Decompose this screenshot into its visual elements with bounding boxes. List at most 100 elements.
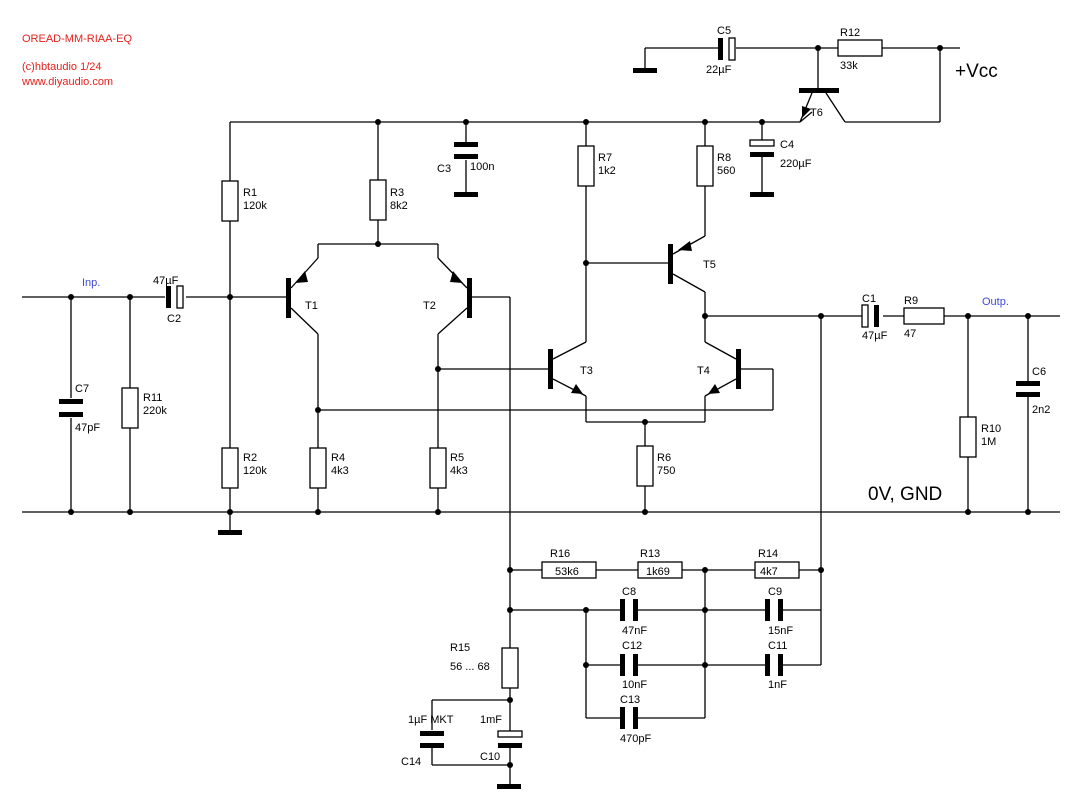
t6-ref: T6 [810,107,823,119]
c12-value: 10nF [622,679,647,691]
resistor-r5 [429,447,447,489]
r1-ref: R1 [243,187,257,199]
c2-value: 47µF [153,275,179,287]
supply-rail-label: +Vcc [955,61,998,82]
r5-value: 4k3 [450,465,468,477]
diagram-title: OREAD-MM-RIAA-EQ [22,33,132,45]
c7-value: 47pF [75,422,100,434]
resistor-r10 [959,416,977,458]
c10-value: 1mF [480,714,502,726]
ground-symbol-c5 [633,68,657,73]
transistor-t6 [799,88,846,123]
ground-symbol-main [218,530,242,535]
c2-ref: C2 [167,313,181,325]
capacitor-c8 [620,599,625,621]
r9-ref: R9 [904,295,918,307]
ground-rail-label: 0V, GND [868,484,942,505]
r13-value: 1k69 [646,566,670,578]
r13-ref: R13 [640,548,660,560]
r14-ref: R14 [758,548,778,560]
t1-ref: T1 [305,300,318,312]
r16-ref: R16 [550,548,570,560]
c11-ref: C11 [768,640,787,652]
r10-ref: R10 [981,423,1001,435]
resistor-r13 [637,561,683,579]
resistor-r6 [636,445,654,487]
resistor-r16 [541,561,597,579]
c14-ref: C14 [401,756,421,768]
c3-value: 100n [470,161,494,173]
r2-value: 120k [243,465,267,477]
r1-value: 120k [243,200,267,212]
c8-value: 47nF [622,625,647,637]
r8-ref: R8 [717,152,731,164]
capacitor-c10 [497,730,523,738]
c5-value: 22µF [706,64,732,76]
capacitor-c2 [166,286,171,308]
t4-ref: T4 [697,365,710,377]
ground-symbol-c10 [497,784,521,789]
resistor-r3 [369,179,387,221]
capacitor-c4 [749,139,775,147]
c9-value: 15nF [768,625,793,637]
r15-ref: R15 [450,642,470,654]
c12-ref: C12 [622,640,642,652]
c4-ref: C4 [780,139,794,151]
capacitor-c12 [620,654,625,676]
r4-ref: R4 [331,452,345,464]
capacitor-c9 [765,599,770,621]
input-port-label: Inp. [82,277,100,289]
c4-value: 220µF [780,158,812,170]
r6-value: 750 [657,465,675,477]
resistor-r11 [121,387,139,429]
resistor-r2 [221,447,239,489]
c6-value: 2n2 [1032,404,1050,416]
junction-dots [68,45,1031,768]
output-wiring [820,315,1060,665]
resistor-r15 [501,647,519,689]
ground-symbol-c3 [454,192,478,197]
r5-ref: R5 [450,452,464,464]
capacitor-c7 [59,399,83,404]
copyright-note: (c)hbtaudio 1/24 [22,61,102,73]
r12-ref: R12 [840,27,860,39]
c13-ref: C13 [620,694,640,706]
r4-value: 4k3 [331,465,349,477]
t2-ref: T2 [423,300,436,312]
resistor-r1 [221,180,239,222]
r6-ref: R6 [657,452,671,464]
c8-ref: C8 [622,586,636,598]
diff-pair-wiring [317,122,773,648]
c13-value: 470pF [620,733,651,745]
c1-ref: C1 [862,293,876,305]
capacitor-c6 [1016,381,1040,386]
transistor-t3 [548,341,587,397]
capacitor-c5 [718,38,723,60]
transistor-t1 [286,257,319,335]
capacitor-c13 [620,707,625,729]
resistor-r4 [309,447,327,489]
c7-ref: C7 [75,383,89,395]
r12-value: 33k [840,60,858,72]
capacitor-c11 [765,654,770,676]
r2-ref: R2 [243,452,257,464]
input-wiring [22,122,286,512]
resistor-r8 [696,145,714,187]
t3-ref: T3 [580,365,593,377]
c5-ref: C5 [717,25,731,37]
r7-value: 1k2 [598,165,616,177]
r3-value: 8k2 [390,200,408,212]
transistor-t5 [668,235,706,293]
website-link: www.diyaudio.com [21,76,113,88]
capacitor-c1 [861,304,869,328]
t5-ref: T5 [703,259,716,271]
r10-value: 1M [981,436,996,448]
c9-ref: C9 [768,586,782,598]
r15-value: 56 ... 68 [450,661,490,673]
r11-value: 220k [143,405,167,417]
c10-ref: C10 [480,751,500,763]
c3-ref: C3 [437,163,451,175]
r8-value: 560 [717,165,735,177]
c14-value: 1µF MKT [408,714,454,726]
